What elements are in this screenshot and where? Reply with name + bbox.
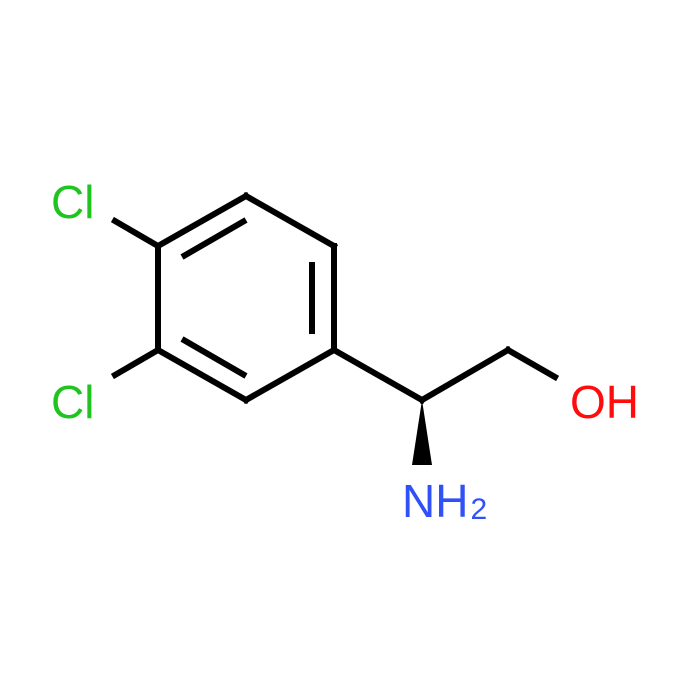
benzene-ring: [153, 191, 339, 405]
atom-label-cl-bottom: Cl: [51, 376, 94, 428]
bond-ring-to-chiral-carbon: [329, 345, 427, 405]
atom-label-hydroxyl: OH: [570, 376, 639, 428]
atom-label-amine: NH2: [402, 475, 487, 527]
ring-bond-top-left: [153, 191, 251, 251]
amine-subscript: 2: [470, 493, 487, 526]
ring-double-bond-bottom-left: [180, 336, 248, 379]
wedge-bond-to-amine: [412, 400, 432, 465]
ring-bond-bottom-left: [153, 345, 251, 405]
bond-ch2-to-oxygen: [503, 345, 560, 382]
bond-ring-to-cl-bottom: [110, 345, 163, 380]
ring-double-bond-top-left: [180, 217, 248, 260]
amine-symbol: NH: [402, 475, 468, 527]
atom-label-cl-top: Cl: [51, 176, 94, 228]
bond-chiral-carbon-to-ch2: [417, 345, 513, 405]
ring-bond-top-right: [241, 191, 339, 251]
bond-ring-to-cl-top: [110, 216, 163, 251]
ring-bond-bottom-right: [241, 345, 339, 405]
